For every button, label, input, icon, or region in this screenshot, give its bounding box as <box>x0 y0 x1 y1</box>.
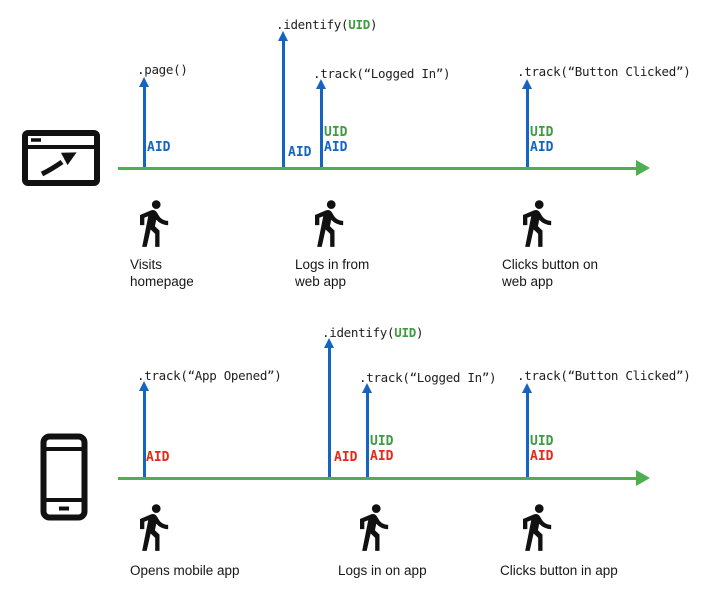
web-event-label-identify: .identify(UID) <box>276 17 377 32</box>
caption-line: Visits <box>130 257 163 272</box>
code-pre: .track(“Button Clicked”) <box>517 368 691 383</box>
web-event-arrow-track-login <box>316 79 326 167</box>
caption-line: Opens mobile app <box>130 563 240 578</box>
web-event-arrow-track-click <box>522 79 532 167</box>
mobile-caption-open: Opens mobile app <box>130 562 240 579</box>
caption-line: web app <box>502 274 554 289</box>
code-pre: .track(“App Opened”) <box>137 368 282 383</box>
caption-line: Logs in from <box>295 257 370 272</box>
walking-person-icon <box>510 501 562 553</box>
web-event-arrow-identify <box>278 31 288 167</box>
caption-line: web app <box>295 274 347 289</box>
mobile-id-stack-open: AID <box>146 450 169 465</box>
browser-window-icon <box>22 130 100 186</box>
aid-label: AID <box>324 140 348 155</box>
code-pre: .track(“Logged In”) <box>359 370 497 385</box>
caption-line: homepage <box>130 274 194 289</box>
code-post: ) <box>369 17 378 32</box>
mobile-event-arrow-track-click <box>522 383 532 477</box>
walking-person-icon <box>510 197 562 249</box>
mobile-timeline-line <box>118 477 636 480</box>
mobile-id-stack-login: UID AID <box>370 434 393 464</box>
uid-label: UID <box>324 125 348 140</box>
aid-label: AID <box>530 449 554 464</box>
caption-line: Clicks button in app <box>500 563 618 578</box>
web-caption-visits: Visits homepage <box>130 256 194 290</box>
aid-label: AID <box>530 140 554 155</box>
walking-person-icon <box>302 197 354 249</box>
aid-label: AID <box>370 449 394 464</box>
mobile-event-label-track-click: .track(“Button Clicked”) <box>517 368 691 383</box>
web-id-stack-click: UID AID <box>530 125 553 155</box>
web-id-stack-page: AID <box>147 140 170 155</box>
caption-line: Logs in on app <box>338 563 427 578</box>
web-timeline-line <box>118 167 636 170</box>
mobile-event-arrow-identify <box>324 338 334 477</box>
web-event-arrow-page <box>139 77 149 167</box>
mobile-event-arrow-track-login <box>362 383 372 477</box>
walking-person-icon <box>127 197 179 249</box>
smartphone-icon <box>40 433 88 521</box>
code-pre: .identify( <box>322 325 395 340</box>
mobile-timeline-arrowhead-icon <box>636 470 650 486</box>
web-id-stack-login: UID AID <box>324 125 347 155</box>
mobile-id-stack-click: UID AID <box>530 434 553 464</box>
code-pre: .identify( <box>276 17 349 32</box>
walking-person-icon <box>127 501 179 553</box>
mobile-event-label-track-login: .track(“Logged In”) <box>359 370 497 385</box>
mobile-event-label-app-open: .track(“App Opened”) <box>137 368 282 383</box>
aid-label: AID <box>146 450 170 465</box>
mobile-event-arrow-app-open <box>139 381 149 477</box>
mobile-id-stack-identify: AID <box>334 450 357 465</box>
web-timeline-arrowhead-icon <box>636 160 650 176</box>
aid-label: AID <box>288 145 312 160</box>
mobile-caption-click: Clicks button in app <box>500 562 618 579</box>
walking-person-icon <box>347 501 399 553</box>
mobile-event-label-identify: .identify(UID) <box>322 325 423 340</box>
aid-label: AID <box>147 140 171 155</box>
uid-label: UID <box>530 434 554 449</box>
web-id-stack-identify: AID <box>288 145 311 160</box>
code-pre: .track(“Button Clicked”) <box>517 64 691 79</box>
uid-label: UID <box>370 434 394 449</box>
mobile-caption-login: Logs in on app <box>338 562 427 579</box>
web-caption-login: Logs in from web app <box>295 256 369 290</box>
code-pre: .page() <box>137 62 188 77</box>
caption-line: Clicks button on <box>502 257 599 272</box>
aid-label: AID <box>334 450 358 465</box>
web-caption-click: Clicks button on web app <box>502 256 598 290</box>
web-event-label-track-click: .track(“Button Clicked”) <box>517 64 691 79</box>
code-uid-arg: UID <box>348 17 370 32</box>
code-post: ) <box>415 325 424 340</box>
code-uid-arg: UID <box>394 325 416 340</box>
web-event-label-page: .page() <box>137 62 188 77</box>
code-pre: .track(“Logged In”) <box>313 66 451 81</box>
web-event-label-track-login: .track(“Logged In”) <box>313 66 451 81</box>
uid-label: UID <box>530 125 554 140</box>
